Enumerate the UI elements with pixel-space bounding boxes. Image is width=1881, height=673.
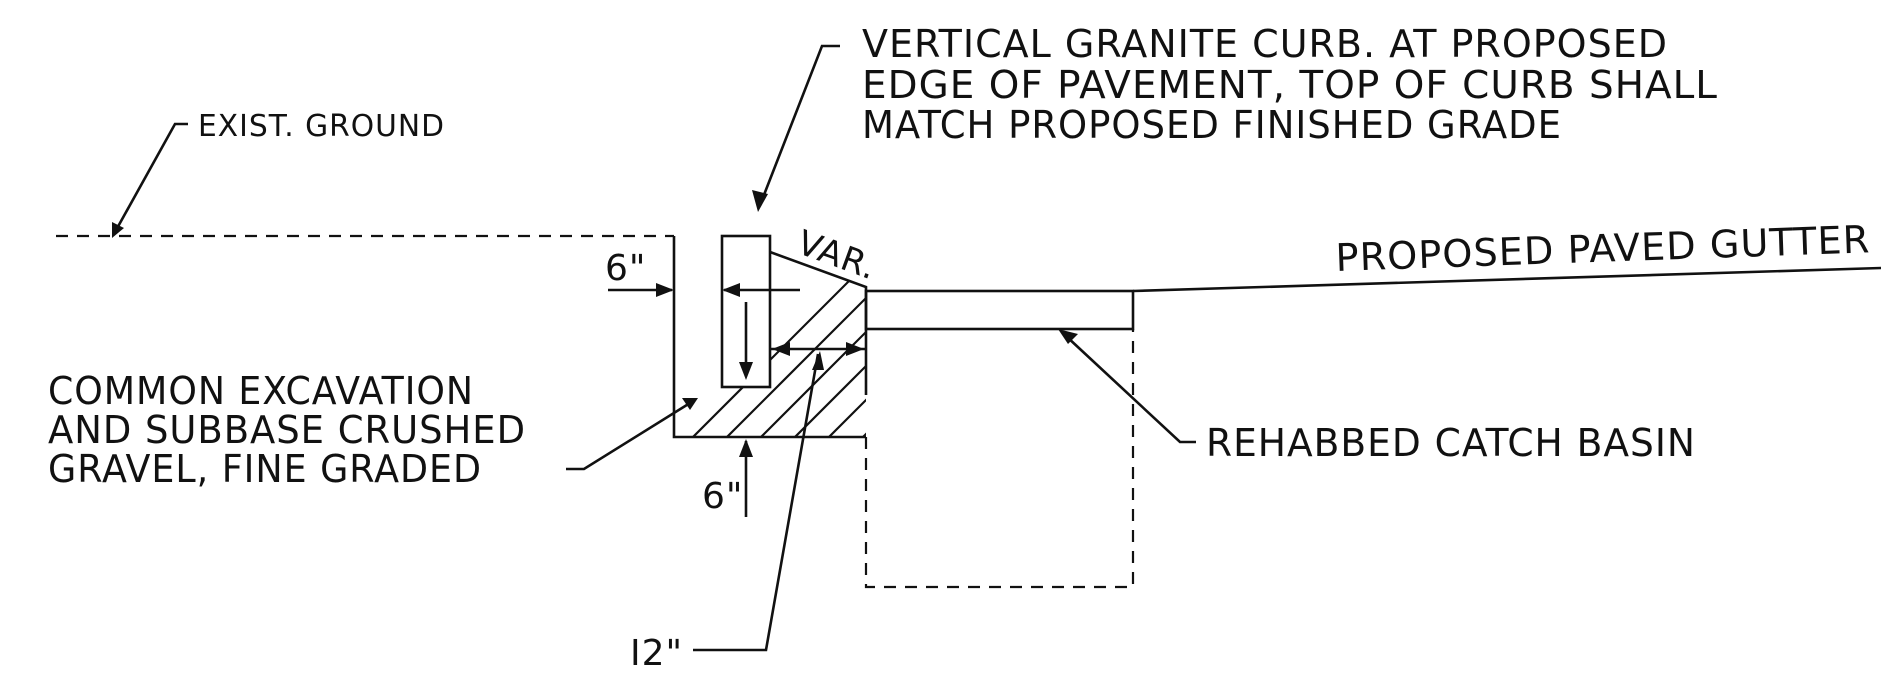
granite-curb	[720, 234, 772, 389]
dim-width-12in	[693, 342, 866, 652]
excavation-note-line-2: AND SUBBASE CRUSHED	[48, 408, 526, 452]
dim-side-6in	[608, 283, 800, 297]
exist-ground-label: EXIST. GROUND	[198, 109, 445, 144]
curb-note-leader	[752, 44, 840, 212]
hatch-stroke	[956, 230, 1206, 480]
dim-bottom-label: 6"	[702, 476, 743, 517]
catch-basin-label: REHABBED CATCH BASIN	[1206, 421, 1696, 465]
curb-note-line-2: EDGE OF PAVEMENT, TOP OF CURB SHALL	[862, 63, 1718, 107]
exist-ground-leader	[112, 122, 188, 238]
curb-note-line-1: VERTICAL GRANITE CURB. AT PROPOSED	[862, 22, 1668, 66]
catch-basin-leader	[1058, 329, 1196, 444]
excavation-note-line-1: COMMON EXCAVATION	[48, 369, 474, 413]
paved-gutter-slab	[864, 289, 1135, 331]
excavation-leader	[566, 398, 698, 471]
dim-width-label: I2"	[630, 633, 683, 673]
hatch-stroke	[922, 230, 1172, 480]
dim-side-label: 6"	[605, 248, 646, 289]
hatch-stroke	[853, 236, 866, 437]
hatch-stroke	[683, 236, 866, 437]
var-label: VAR.	[792, 223, 882, 288]
hatch-stroke	[990, 230, 1240, 480]
dim-bottom-6in	[739, 439, 753, 517]
hatch-stroke	[717, 236, 866, 437]
finished-grade-line	[1132, 266, 1881, 293]
dim-curb-depth	[739, 302, 753, 380]
catch-basin-outline	[864, 329, 1135, 589]
hatch-region-outline	[672, 236, 868, 439]
curb-note-line-3: MATCH PROPOSED FINISHED GRADE	[862, 103, 1562, 147]
excavation-note-line-3: GRAVEL, FINE GRADED	[48, 447, 482, 491]
hatch-stroke	[888, 230, 1138, 480]
